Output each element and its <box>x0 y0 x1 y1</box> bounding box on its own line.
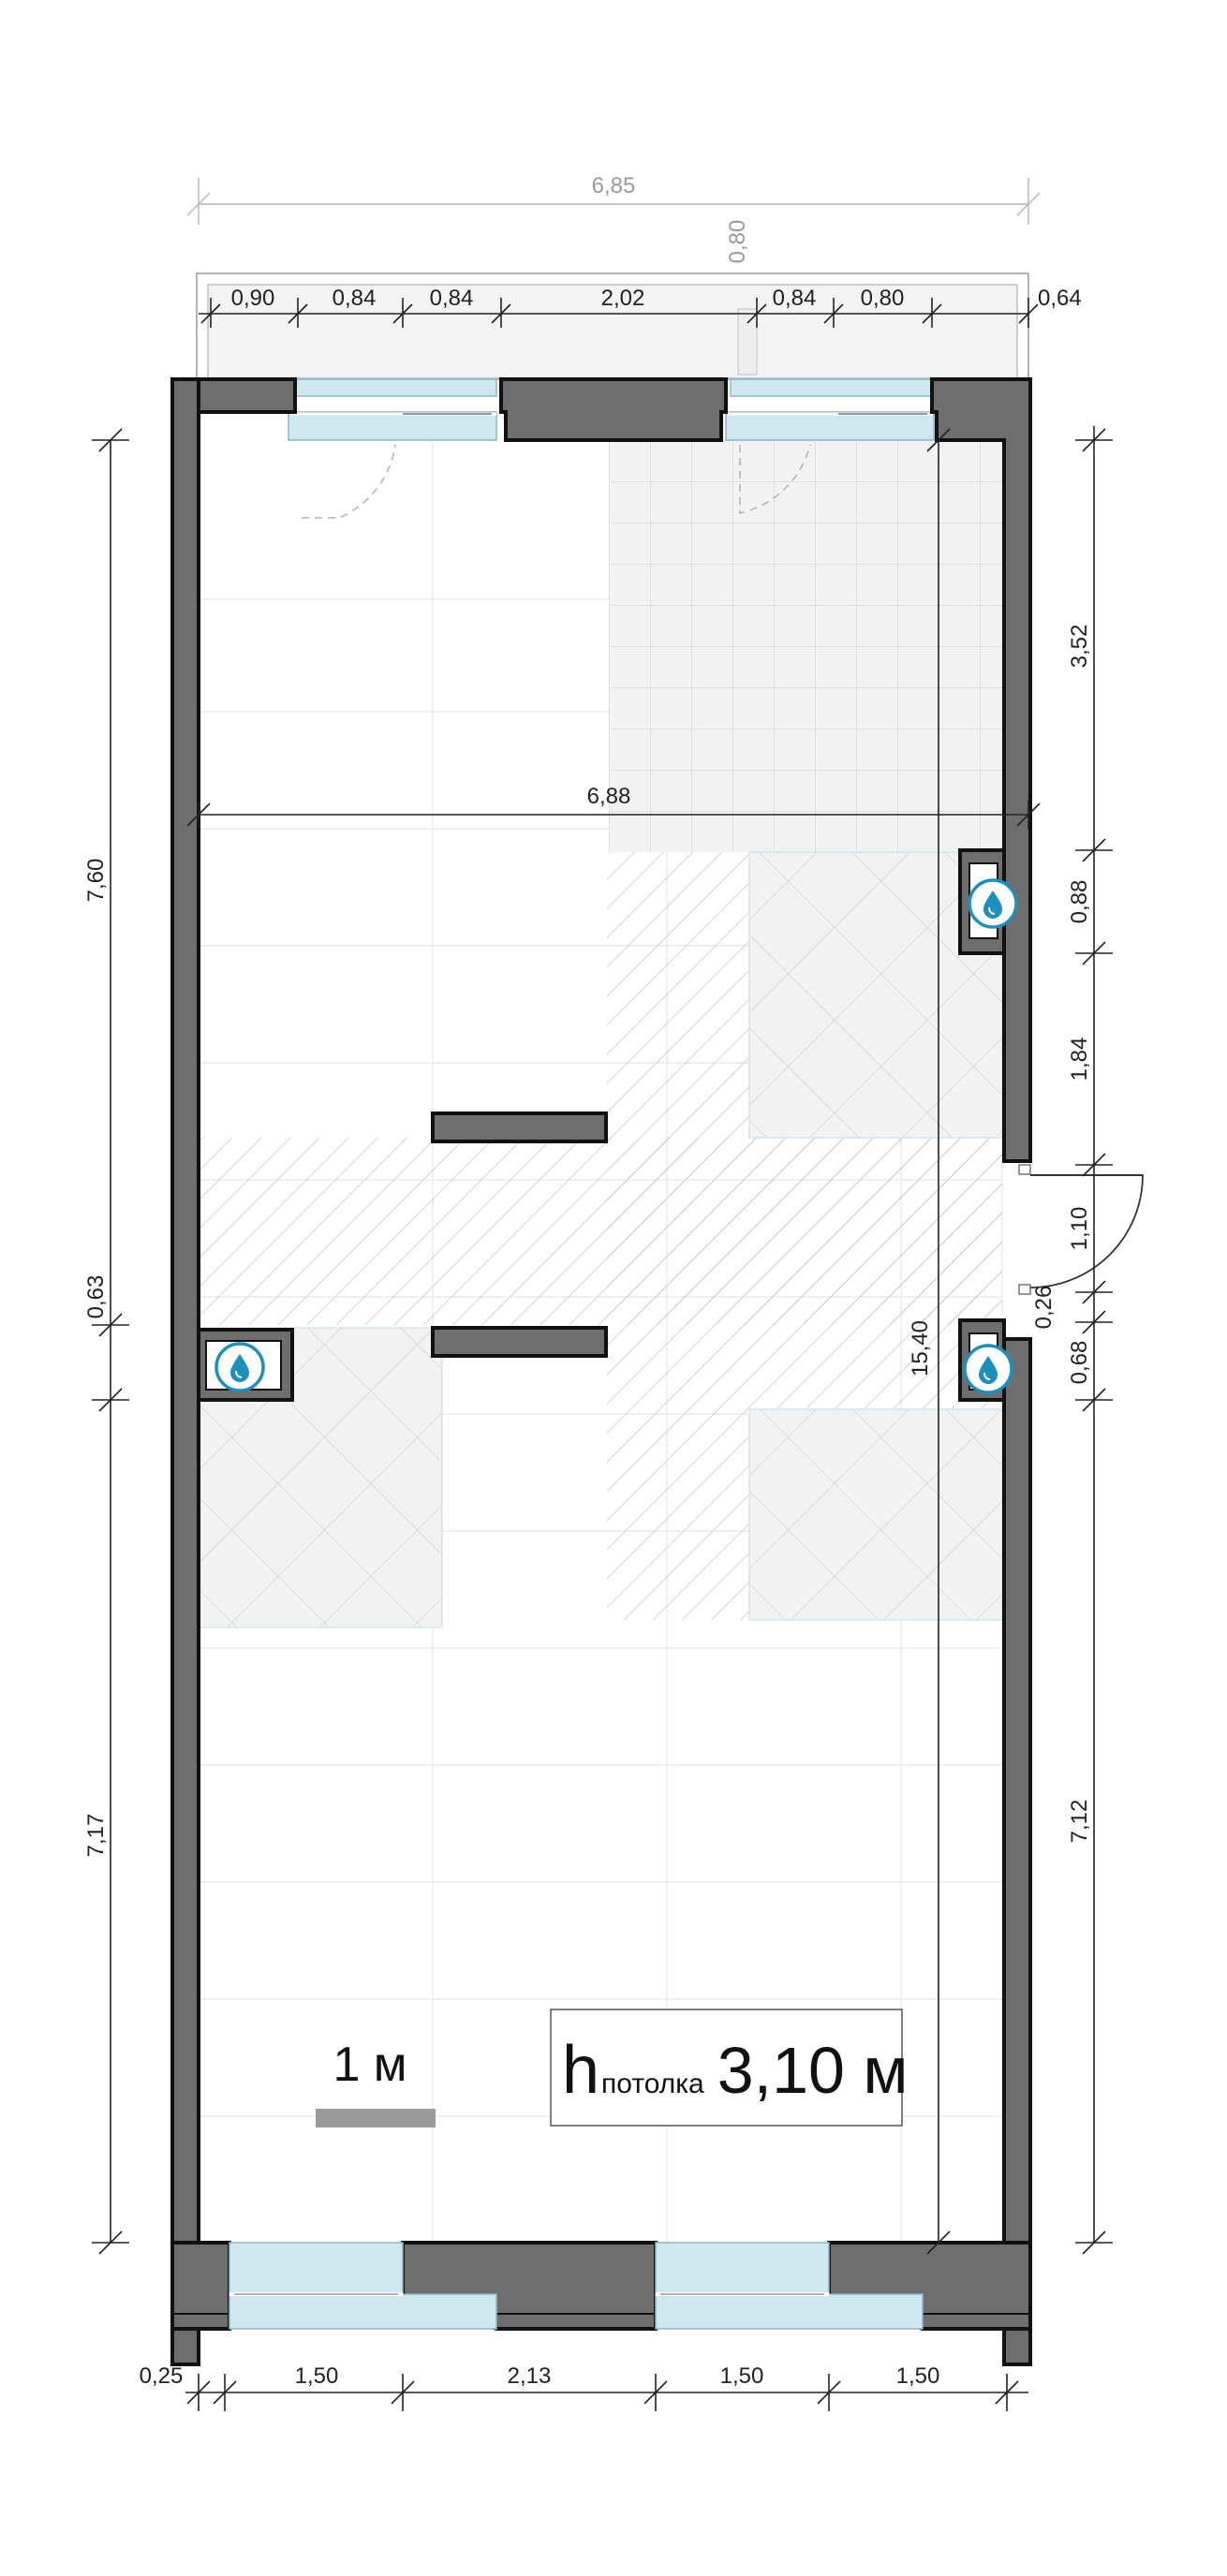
dim-right-seg-1: 3,52 <box>1067 625 1092 669</box>
dimension-top-overall: 6,85 <box>186 173 1041 225</box>
dim-top-seg-7: 0,64 <box>1038 286 1082 311</box>
dim-right-seg-6: 0,68 <box>1067 1341 1092 1385</box>
dim-right-seg-2: 0,88 <box>1067 880 1092 924</box>
dim-top-seg-5: 0,84 <box>773 286 817 311</box>
dimension-left: 7,60 0,63 7,17 <box>83 428 129 2255</box>
ceiling-sub: потолка <box>601 2068 704 2099</box>
dim-left-seg-3: 7,17 <box>83 1814 109 1858</box>
water-drop-icon <box>214 1342 265 1392</box>
dim-bottom-seg-2: 1,50 <box>295 2363 339 2389</box>
dimension-inner-length: 15,40 <box>908 428 951 2255</box>
dimension-top-upper: 0,80 <box>725 220 750 264</box>
dim-top-seg-4: 2,02 <box>601 286 645 311</box>
dim-top-upper-label: 0,80 <box>725 220 750 264</box>
window-top-left <box>288 378 497 441</box>
dim-bottom-seg-5: 1,50 <box>896 2363 940 2389</box>
water-drop-icon <box>963 1344 1013 1394</box>
ceiling-h: h <box>562 2033 599 2108</box>
dim-bottom-seg-4: 1,50 <box>720 2363 764 2389</box>
dim-right-seg-7: 7,12 <box>1067 1800 1092 1844</box>
dim-bottom-seg-3: 2,13 <box>508 2363 552 2389</box>
dimension-top-segments: 0,90 0,84 0,84 2,02 0,84 0,80 0,64 <box>199 286 1082 328</box>
dim-top-seg-1: 0,90 <box>231 286 275 311</box>
dim-top-overall-label: 6,85 <box>592 173 636 199</box>
window-bottom-right <box>655 2242 924 2330</box>
dim-inner-length-label: 15,40 <box>908 1320 933 1376</box>
dimension-right: 3,52 0,88 1,84 1,10 0,26 0,68 7,12 <box>1031 426 1113 2255</box>
hatch-zone-center <box>607 852 749 1620</box>
dim-top-seg-6: 0,80 <box>861 286 905 311</box>
dim-left-seg-1: 7,60 <box>83 859 109 903</box>
dimension-bottom: 0,25 1,50 2,13 1,50 1,50 <box>140 2363 1028 2411</box>
scale-bar: 1 м <box>316 2038 436 2127</box>
walls <box>170 377 1032 2366</box>
tile-zone-diag-right <box>748 1408 1003 1621</box>
dim-inner-width-label: 6,88 <box>587 784 631 809</box>
dim-left-seg-2: 0,63 <box>83 1275 109 1319</box>
window-bottom-left <box>229 2242 497 2330</box>
door-swing-top-right <box>739 444 811 514</box>
water-drop-icon <box>968 878 1018 929</box>
scale-label: 1 м <box>333 2038 407 2092</box>
door-swing-top-left <box>302 444 396 519</box>
dim-right-seg-3: 1,84 <box>1067 1038 1092 1082</box>
ceiling-height-box: hпотолка 3,10 м <box>550 2009 909 2127</box>
dimension-inner-width: 6,88 <box>186 784 1041 829</box>
dim-top-seg-3: 0,84 <box>430 286 474 311</box>
tile-zone-square <box>609 440 1002 852</box>
dim-right-seg-4: 1,10 <box>1067 1207 1092 1251</box>
dim-top-seg-2: 0,84 <box>333 286 377 311</box>
ceiling-value: 3,10 м <box>717 2034 909 2107</box>
entrance-door <box>1018 1164 1144 1337</box>
dim-right-seg-5: 0,26 <box>1031 1286 1057 1330</box>
window-top-right <box>725 378 935 441</box>
dim-bottom-seg-1: 0,25 <box>140 2363 184 2389</box>
